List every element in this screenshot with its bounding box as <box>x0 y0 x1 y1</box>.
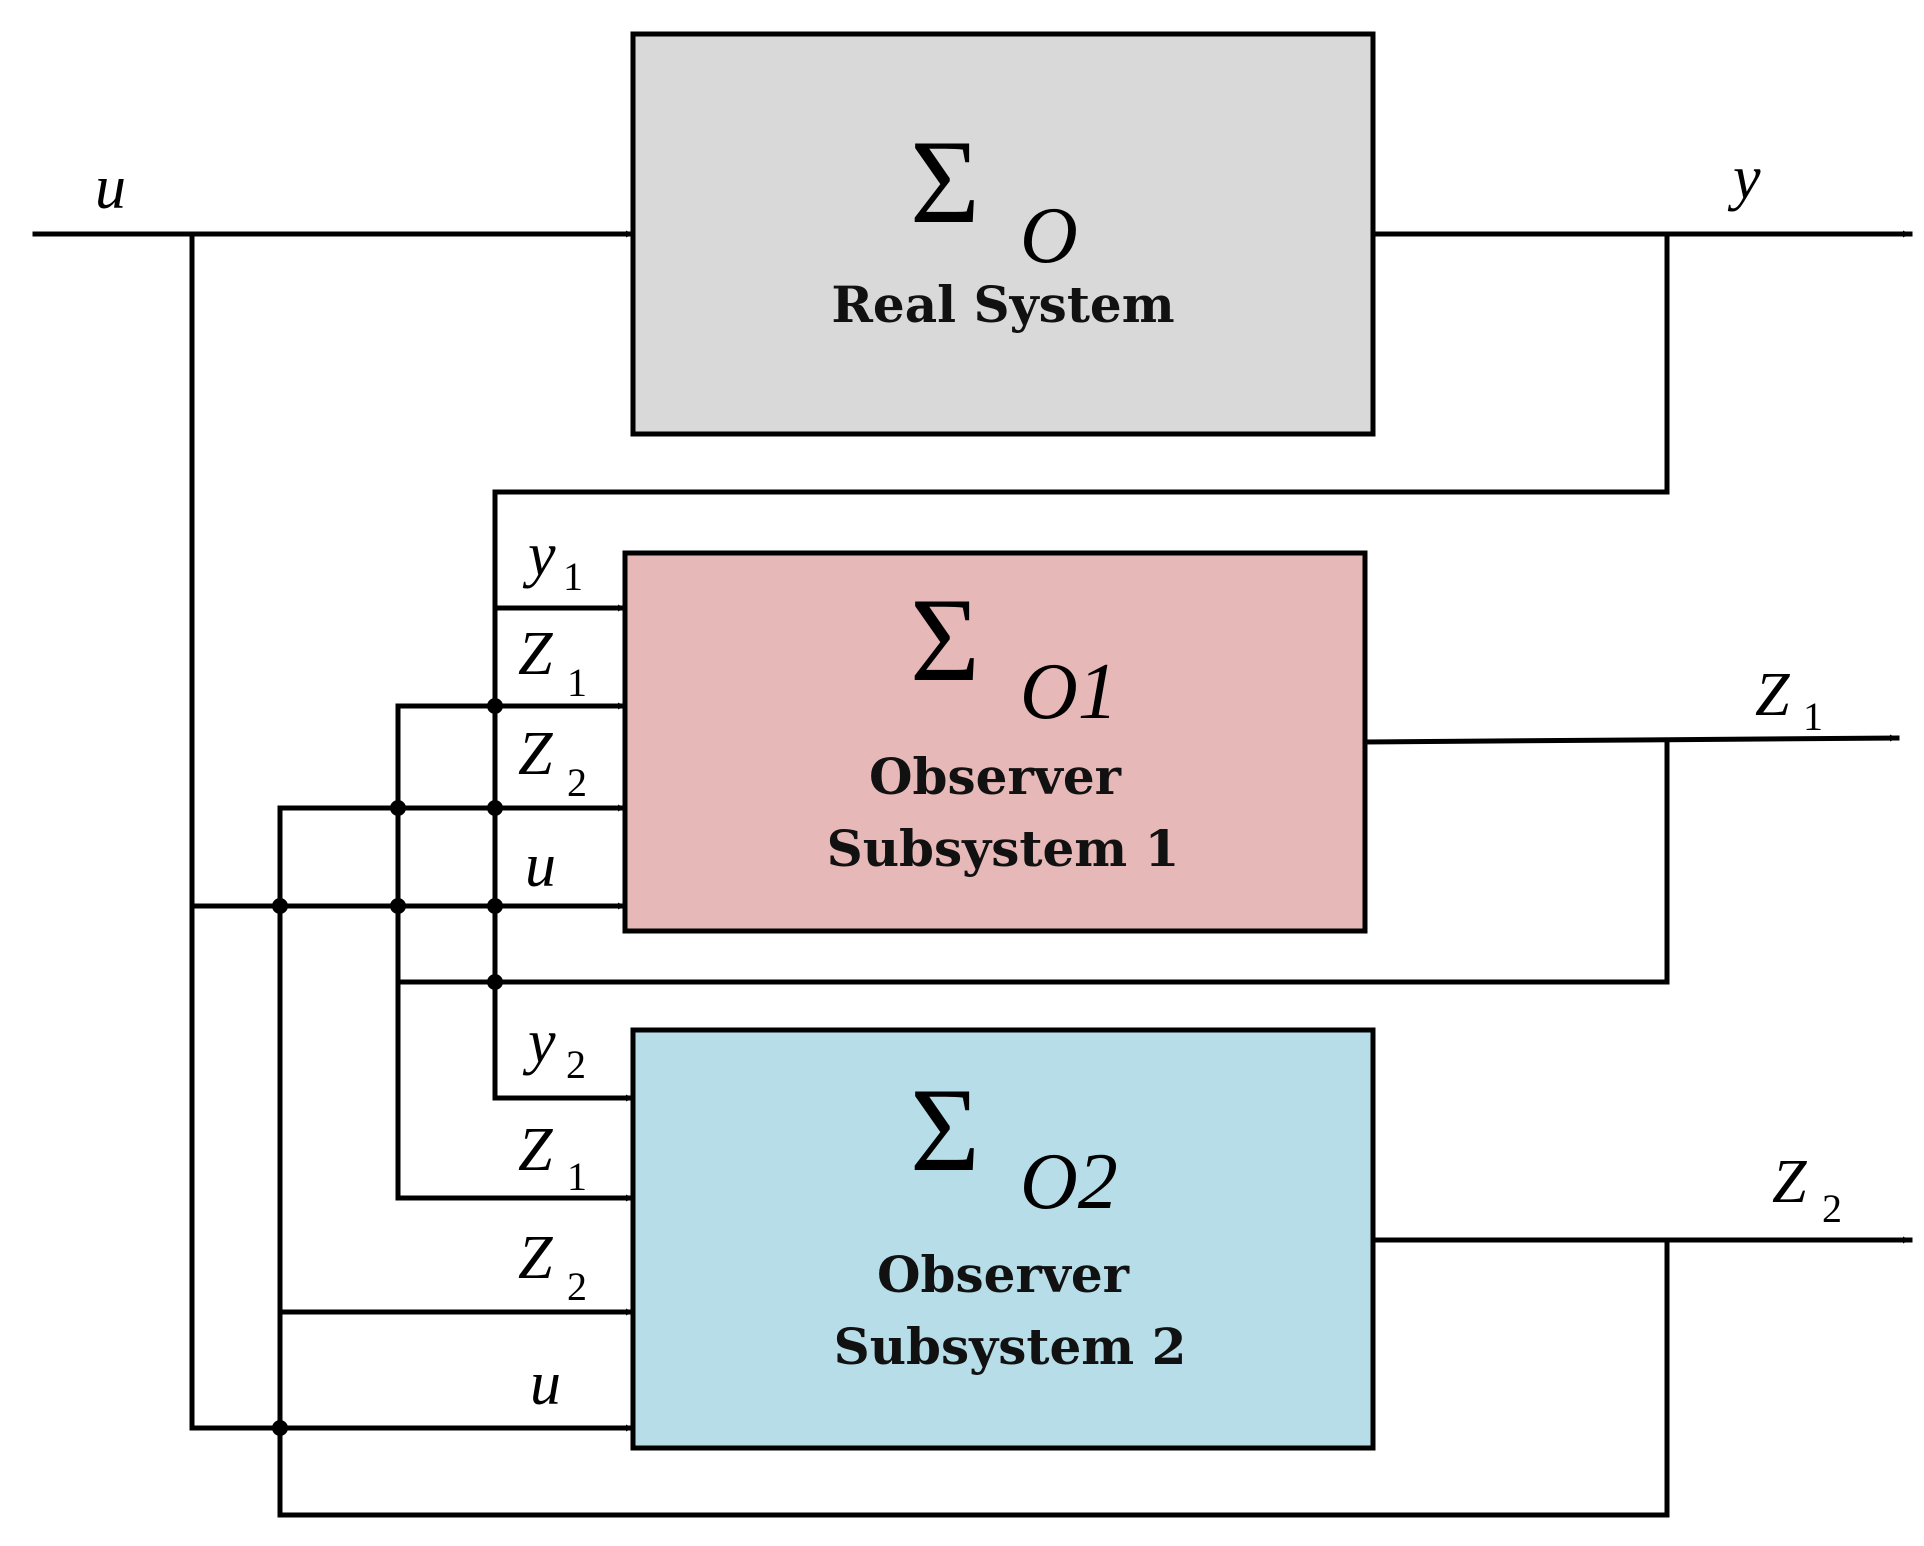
wire-z1-feedback <box>395 737 1670 985</box>
obs1-input-z2-label: Z 2 <box>518 720 587 805</box>
junction-dot <box>390 898 406 914</box>
obs2-input-y2-label: y 2 <box>522 1008 586 1087</box>
obs1-input-letter: Z <box>518 720 553 788</box>
obs2-input-letter: y <box>522 1008 556 1076</box>
observer-1-sigma: Σ <box>910 573 980 706</box>
junction-dot <box>272 898 288 914</box>
wire-z2-feedback <box>277 805 1670 1518</box>
real-system-box <box>630 31 1376 437</box>
obs1-input-subscript: 1 <box>567 660 587 705</box>
junction-dot <box>272 1420 288 1436</box>
input-u-label: u <box>95 154 126 222</box>
observer-2-caption-line1: Observer <box>877 1245 1130 1304</box>
observer-subsystem-1-block: Σ O1 Observer Subsystem 1 <box>622 550 1368 934</box>
wire-y-feedback <box>492 231 1670 1101</box>
real-system-sigma: Σ <box>910 115 980 248</box>
obs2-input-z1-label: Z 1 <box>518 1116 587 1199</box>
real-system-block: Σ O Real System <box>630 31 1376 437</box>
observer-2-sigma: Σ <box>910 1063 980 1196</box>
output-z2-letter: Z <box>1772 1148 1807 1216</box>
obs1-input-letter: Z <box>518 620 553 688</box>
observer-1-caption-line2: Subsystem 1 <box>827 819 1180 878</box>
observer-1-caption-line1: Observer <box>869 747 1122 806</box>
junction-dot <box>487 698 503 714</box>
junction-dot <box>487 800 503 816</box>
observer-1-subscript: O1 <box>1020 648 1118 736</box>
junction-dot <box>390 800 406 816</box>
obs2-input-subscript: 1 <box>567 1154 587 1199</box>
real-system-subscript: O <box>1020 192 1078 280</box>
output-y-label: y <box>1727 144 1761 212</box>
obs1-input-letter: y <box>522 521 556 589</box>
obs2-input-z2-label: Z 2 <box>518 1224 587 1309</box>
junction-dot <box>487 974 503 990</box>
output-z1-label: Z 1 <box>1755 661 1823 739</box>
obs2-input-letter: Z <box>518 1116 553 1184</box>
obs1-input-u-label: u <box>525 832 556 900</box>
obs1-input-z1-label: Z 1 <box>518 620 587 705</box>
observer-2-subscript: O2 <box>1020 1138 1118 1226</box>
obs1-input-subscript: 1 <box>563 554 583 599</box>
output-z1-letter: Z <box>1755 661 1790 729</box>
obs2-input-letter: u <box>530 1350 561 1418</box>
junction-dot <box>487 898 503 914</box>
observer-2-caption-line2: Subsystem 2 <box>834 1317 1187 1376</box>
observer-1-box <box>622 550 1368 934</box>
obs2-input-subscript: 2 <box>567 1264 587 1309</box>
output-z1-subscript: 1 <box>1803 694 1823 739</box>
obs1-input-letter: u <box>525 832 556 900</box>
obs2-input-u-label: u <box>530 1350 561 1418</box>
output-z2-subscript: 2 <box>1822 1186 1842 1231</box>
observer-2-box <box>630 1027 1376 1451</box>
obs2-input-subscript: 2 <box>566 1042 586 1087</box>
obs1-input-y1-label: y 1 <box>522 521 583 599</box>
observer-subsystem-2-block: Σ O2 Observer Subsystem 2 <box>630 1027 1376 1451</box>
output-z2-label: Z 2 <box>1772 1148 1842 1231</box>
obs2-input-letter: Z <box>518 1224 553 1292</box>
real-system-caption: Real System <box>831 275 1174 334</box>
wire-z1-output <box>1362 734 1900 745</box>
obs1-input-subscript: 2 <box>567 760 587 805</box>
